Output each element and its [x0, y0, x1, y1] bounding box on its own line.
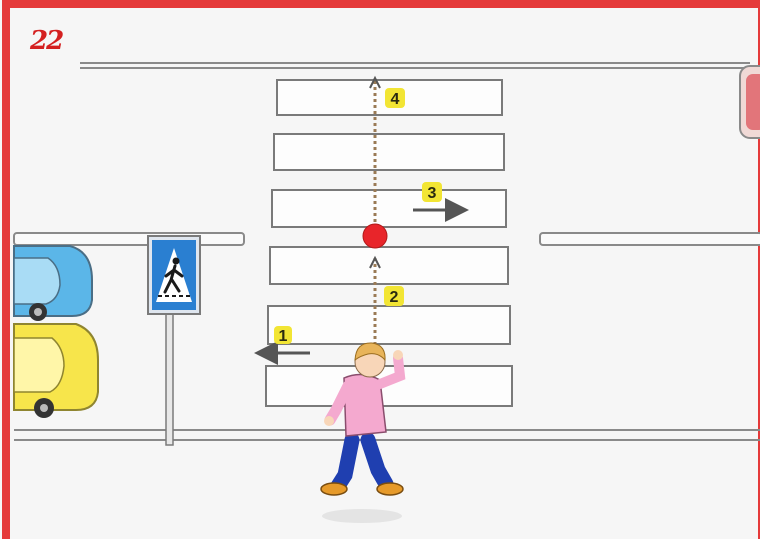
step-label-1: 1 — [274, 326, 292, 345]
svg-text:4: 4 — [391, 91, 400, 108]
traffic-light-icon — [740, 66, 760, 138]
car-icon — [14, 246, 92, 321]
crosswalk-stripe — [266, 366, 512, 406]
crosswalk-stripe — [268, 306, 510, 344]
crosswalk-stripe — [270, 247, 508, 284]
page-number: 22 — [30, 26, 62, 56]
crosswalk-stripe — [274, 134, 504, 170]
svg-text:1: 1 — [279, 328, 288, 345]
step-label-4: 4 — [385, 88, 405, 108]
crosswalk-stripe — [272, 190, 506, 227]
step-label-3: 3 — [422, 182, 442, 202]
lane-divider-right — [540, 233, 760, 245]
step-label-2: 2 — [384, 286, 404, 306]
stop-point — [363, 224, 387, 248]
svg-text:2: 2 — [390, 289, 399, 306]
svg-text:3: 3 — [428, 185, 437, 202]
car-icon — [14, 324, 98, 418]
lane-divider-left — [14, 233, 244, 245]
